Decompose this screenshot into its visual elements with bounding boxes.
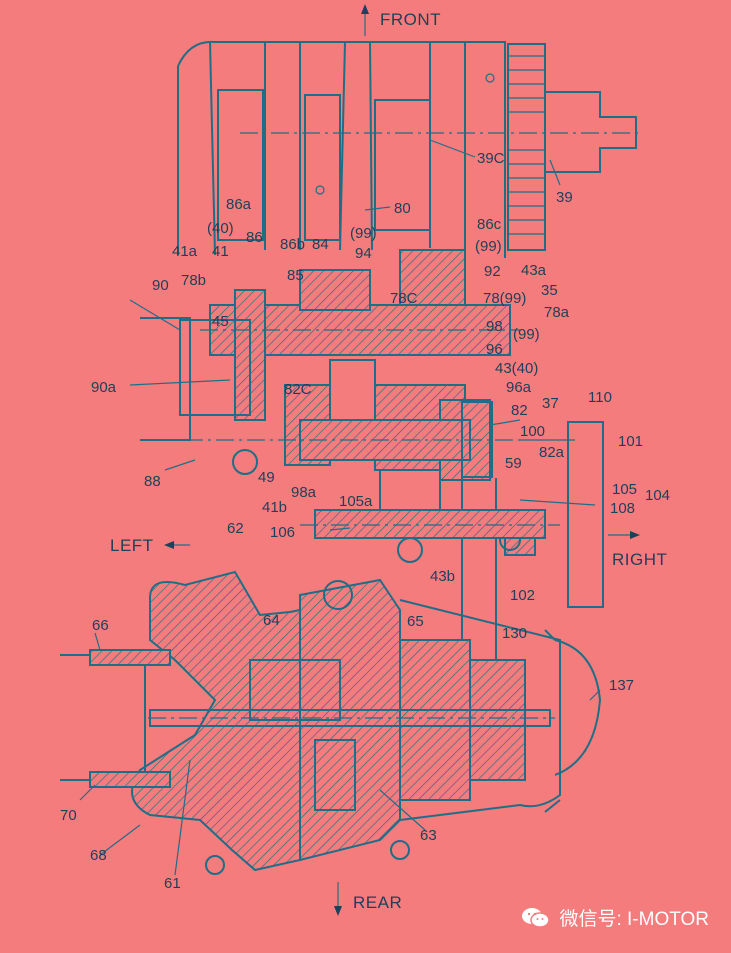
front-arrow — [361, 4, 369, 36]
label-59: 59 — [505, 455, 522, 472]
label-102: 102 — [510, 587, 535, 604]
label-37: 37 — [542, 395, 559, 412]
label-92: 92 — [484, 263, 501, 280]
label-99-b: (99) — [475, 238, 502, 255]
label-40-a: (40) — [207, 220, 234, 237]
label-78a: 78a — [544, 304, 570, 321]
front-label: FRONT — [380, 10, 441, 29]
turbocharger-assembly — [60, 570, 602, 875]
label-84: 84 — [312, 236, 329, 253]
label-105: 105 — [612, 481, 637, 498]
label-62: 62 — [227, 520, 244, 537]
crank-gear-39 — [507, 43, 637, 251]
label-86a: 86a — [226, 196, 252, 213]
label-99-a: (99) — [350, 225, 377, 242]
gear-train-assembly — [140, 249, 520, 563]
right-label: RIGHT — [612, 550, 667, 569]
label-82a: 82a — [539, 444, 565, 461]
label-105a: 105a — [339, 493, 373, 510]
label-78b: 78b — [181, 272, 206, 289]
label-108: 108 — [610, 500, 635, 517]
label-63: 63 — [420, 827, 437, 844]
label-100: 100 — [520, 423, 545, 440]
wechat-icon — [522, 907, 551, 928]
label-49: 49 — [258, 469, 275, 486]
engine-block — [177, 40, 640, 258]
rear-label: REAR — [353, 893, 402, 912]
left-arrow — [164, 541, 190, 549]
left-label: LEFT — [110, 536, 154, 555]
label-110: 110 — [588, 389, 612, 406]
label-85: 85 — [287, 267, 304, 284]
label-43a: 43a — [521, 262, 547, 279]
label-96a: 96a — [506, 379, 532, 396]
label-78-99: 78(99) — [483, 290, 526, 307]
label-101: 101 — [618, 433, 643, 450]
label-66: 66 — [92, 617, 109, 634]
label-39: 39 — [556, 189, 573, 206]
label-43-40: 43(40) — [495, 360, 538, 377]
belt-pulley-drive — [300, 401, 604, 660]
label-35: 35 — [541, 282, 558, 299]
label-41: 41 — [212, 243, 229, 260]
label-137: 137 — [609, 677, 634, 694]
label-86c: 86c — [477, 216, 502, 233]
wechat-watermark: 微信号: I-MOTOR — [521, 904, 709, 931]
label-68: 68 — [90, 847, 107, 864]
right-arrow — [608, 531, 640, 539]
leader-lines — [79, 139, 601, 876]
label-99-c: (99) — [513, 326, 540, 343]
label-61: 61 — [164, 875, 181, 892]
label-70: 70 — [60, 807, 77, 824]
label-41a: 41a — [172, 243, 198, 260]
label-104: 104 — [645, 487, 670, 504]
label-98a: 98a — [291, 484, 317, 501]
rear-arrow — [334, 882, 342, 916]
label-96: 96 — [486, 341, 503, 358]
label-86: 86 — [246, 229, 263, 246]
label-39c: 39C — [477, 150, 505, 167]
label-98: 98 — [486, 318, 503, 335]
label-43b: 43b — [430, 568, 455, 585]
label-45: 45 — [212, 313, 229, 330]
label-90: 90 — [152, 277, 169, 294]
label-82c: 82C — [284, 381, 312, 398]
label-94: 94 — [355, 245, 372, 262]
label-65: 65 — [407, 613, 424, 630]
watermark-text: 微信号: I-MOTOR — [559, 909, 709, 930]
label-64: 64 — [263, 612, 280, 629]
label-78c: 78C — [390, 290, 418, 307]
label-80: 80 — [394, 200, 411, 217]
label-86b: 86b — [280, 236, 305, 253]
label-130: 130 — [502, 625, 527, 642]
label-88: 88 — [144, 473, 161, 490]
label-106: 106 — [270, 524, 295, 541]
label-82: 82 — [511, 402, 528, 419]
label-90a: 90a — [91, 379, 117, 396]
label-41b: 41b — [262, 499, 287, 516]
